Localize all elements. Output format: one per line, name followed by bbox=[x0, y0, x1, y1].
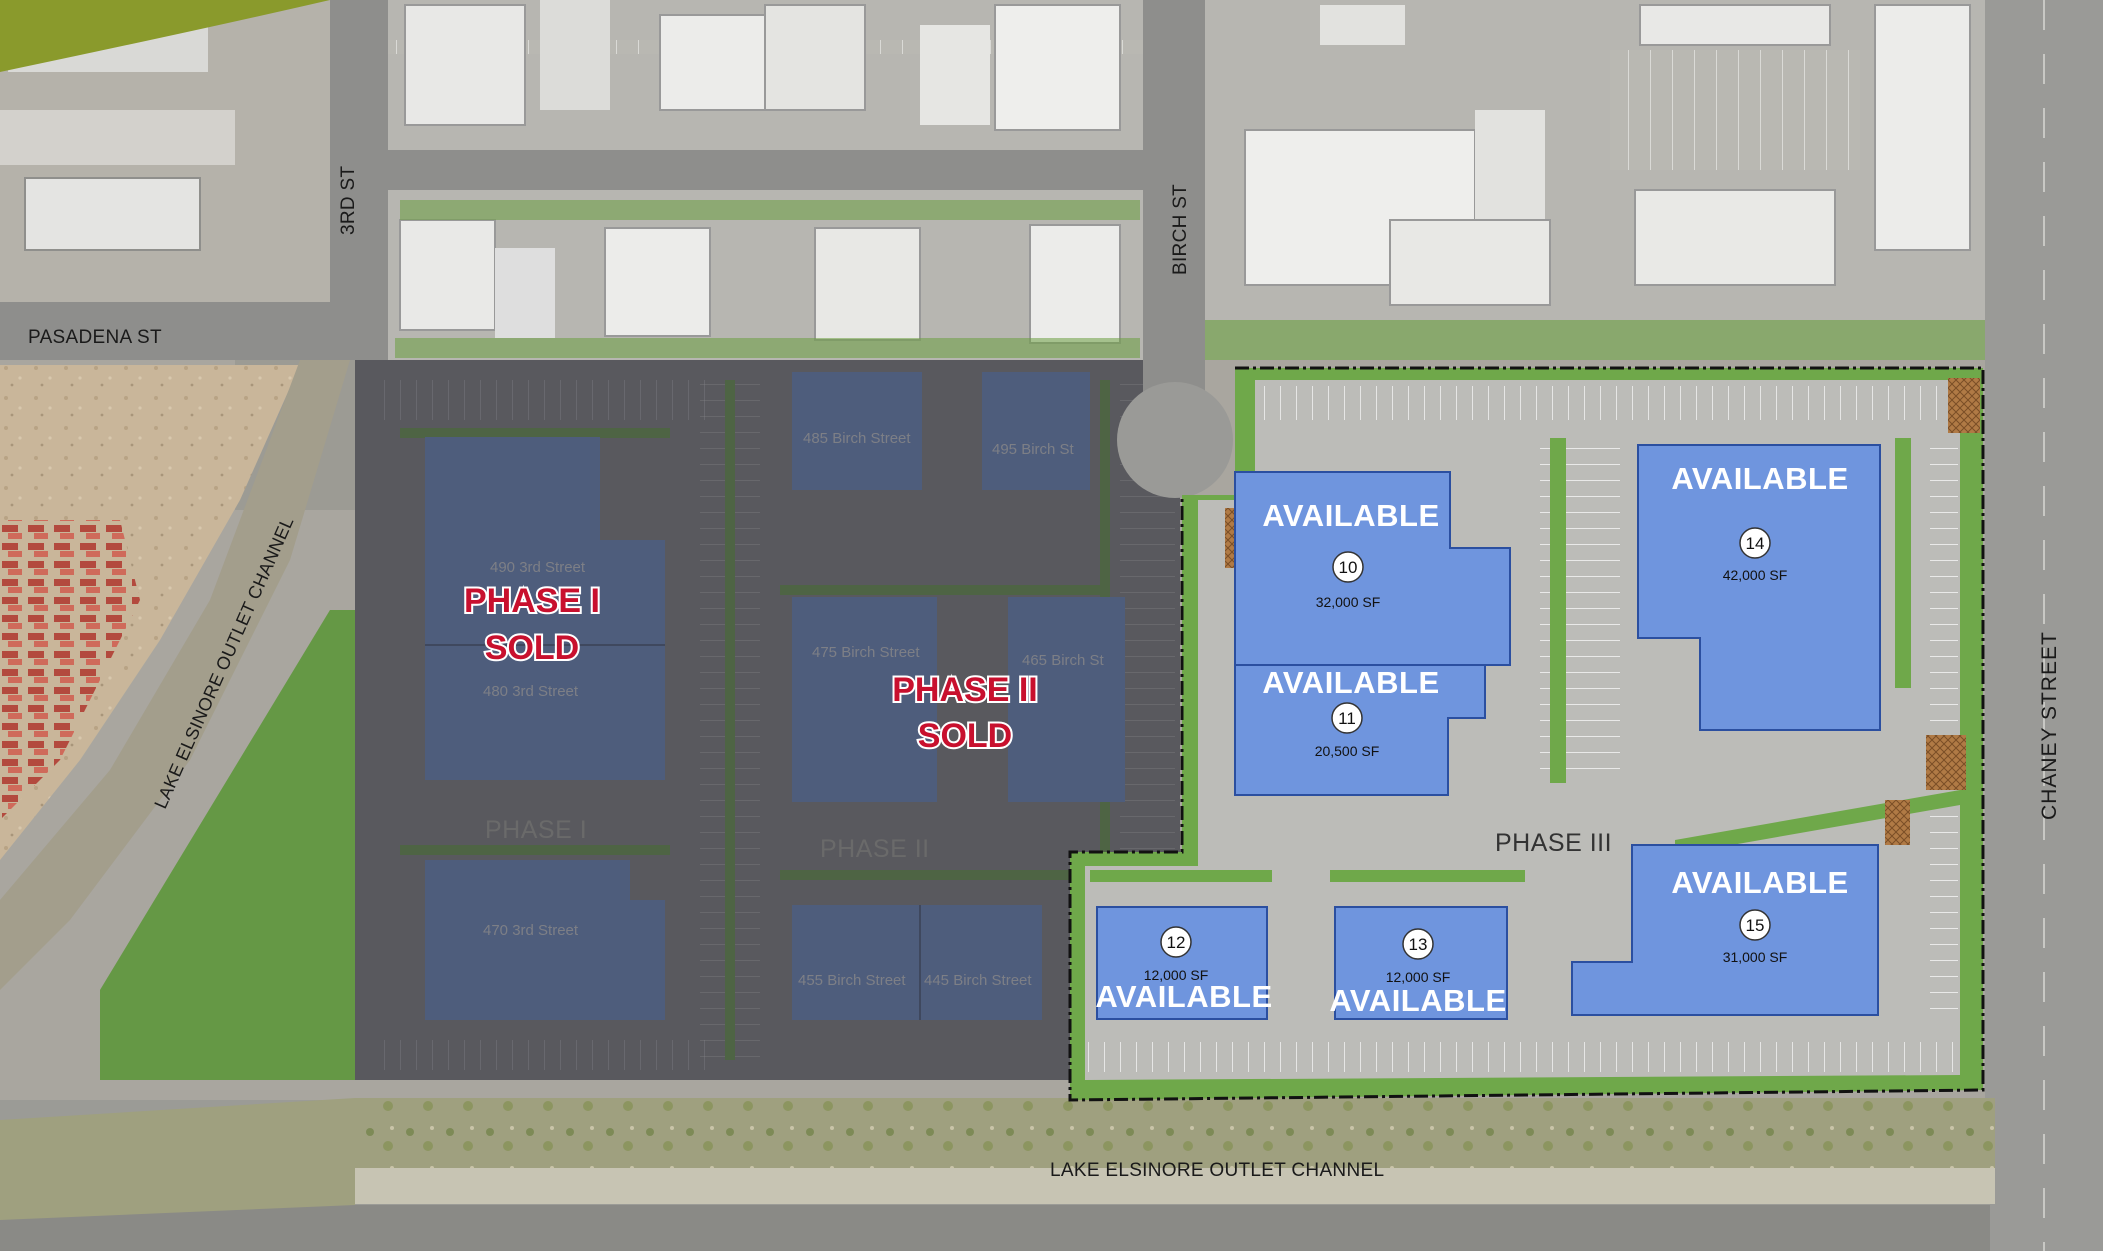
label-3rd-st: 3RD ST bbox=[338, 166, 359, 235]
lot-13-marker bbox=[1402, 928, 1434, 960]
building-lot-11 bbox=[1234, 664, 1486, 796]
address-465-birch: 465 Birch St bbox=[1022, 652, 1105, 669]
phase-iii-boundary bbox=[1068, 366, 1985, 1102]
address-480-3rd: 480 3rd Street bbox=[483, 683, 579, 700]
address-455-birch: 455 Birch Street bbox=[798, 972, 906, 989]
address-485-birch: 485 Birch Street bbox=[803, 430, 911, 447]
address-490-3rd: 490 3rd Street bbox=[490, 559, 586, 576]
sold-area bbox=[100, 360, 1180, 1080]
lot-13-status: AVAILABLE bbox=[1329, 983, 1506, 1018]
lot-10-marker bbox=[1332, 551, 1364, 583]
lot-12-size: 12,000 SF bbox=[1144, 967, 1209, 983]
lot-10-status: AVAILABLE bbox=[1262, 498, 1439, 533]
building-lot-12 bbox=[1096, 906, 1268, 1020]
lot-12-status: AVAILABLE bbox=[1095, 979, 1272, 1014]
phase-1-sold-line2: SOLD bbox=[485, 629, 579, 667]
lot-15-marker bbox=[1739, 909, 1771, 941]
container-yard bbox=[0, 520, 140, 820]
address-475-birch: 475 Birch Street bbox=[812, 644, 920, 661]
address-470-3rd: 470 3rd Street bbox=[483, 922, 579, 939]
road-birch-st bbox=[1143, 0, 1205, 360]
label-chaney-street: CHANEY STREET bbox=[2038, 631, 2061, 820]
lot-13-size: 12,000 SF bbox=[1386, 969, 1451, 985]
address-495-birch: 495 Birch St bbox=[992, 441, 1075, 458]
lot-14-marker bbox=[1739, 527, 1771, 559]
lot-10-number: 10 bbox=[1339, 558, 1358, 577]
lot-11-marker bbox=[1331, 702, 1363, 734]
label-phase-2: PHASE II bbox=[820, 835, 930, 863]
phase-2-sold-line1: PHASE II bbox=[892, 671, 1037, 709]
outlet-channel bbox=[355, 1098, 1995, 1168]
lot-14-size: 42,000 SF bbox=[1723, 567, 1788, 583]
label-phase-3: PHASE III bbox=[1495, 829, 1612, 857]
label-phase-1: PHASE I bbox=[485, 816, 587, 844]
label-outlet-channel-bottom: LAKE ELSINORE OUTLET CHANNEL bbox=[1050, 1160, 1384, 1181]
lot-11-number: 11 bbox=[1338, 709, 1356, 728]
lot-11-size: 20,500 SF bbox=[1315, 743, 1380, 759]
road-3rd-st bbox=[330, 0, 388, 360]
cul-de-sac bbox=[1117, 382, 1233, 498]
lot-15-number: 15 bbox=[1746, 916, 1765, 935]
lot-14-number: 14 bbox=[1746, 534, 1765, 553]
brand-accent-corner bbox=[0, 0, 330, 72]
road-pasadena-st bbox=[0, 302, 385, 360]
dirt-lot bbox=[0, 365, 300, 860]
landscape-wedge bbox=[100, 610, 355, 1080]
available-buildings bbox=[1096, 444, 1881, 1020]
phase-2-sold-line2: SOLD bbox=[918, 717, 1012, 755]
lot-12-marker bbox=[1160, 926, 1192, 958]
building-lot-15 bbox=[1571, 844, 1879, 1016]
lot-15-status: AVAILABLE bbox=[1671, 865, 1848, 900]
lot-13-number: 13 bbox=[1409, 935, 1428, 954]
label-pasadena-st: PASADENA ST bbox=[28, 327, 162, 348]
lot-14-status: AVAILABLE bbox=[1671, 461, 1848, 496]
lot-12-number: 12 bbox=[1167, 933, 1186, 952]
lot-15-size: 31,000 SF bbox=[1723, 949, 1788, 965]
address-445-birch: 445 Birch Street bbox=[924, 972, 1032, 989]
lot-10-size: 32,000 SF bbox=[1316, 594, 1381, 610]
phase-1-sold-line1: PHASE I bbox=[464, 582, 600, 620]
building-lot-14 bbox=[1637, 444, 1881, 731]
building-lot-13 bbox=[1334, 906, 1508, 1020]
lot-11-status: AVAILABLE bbox=[1262, 665, 1439, 700]
label-birch-st: BIRCH ST bbox=[1170, 184, 1191, 275]
